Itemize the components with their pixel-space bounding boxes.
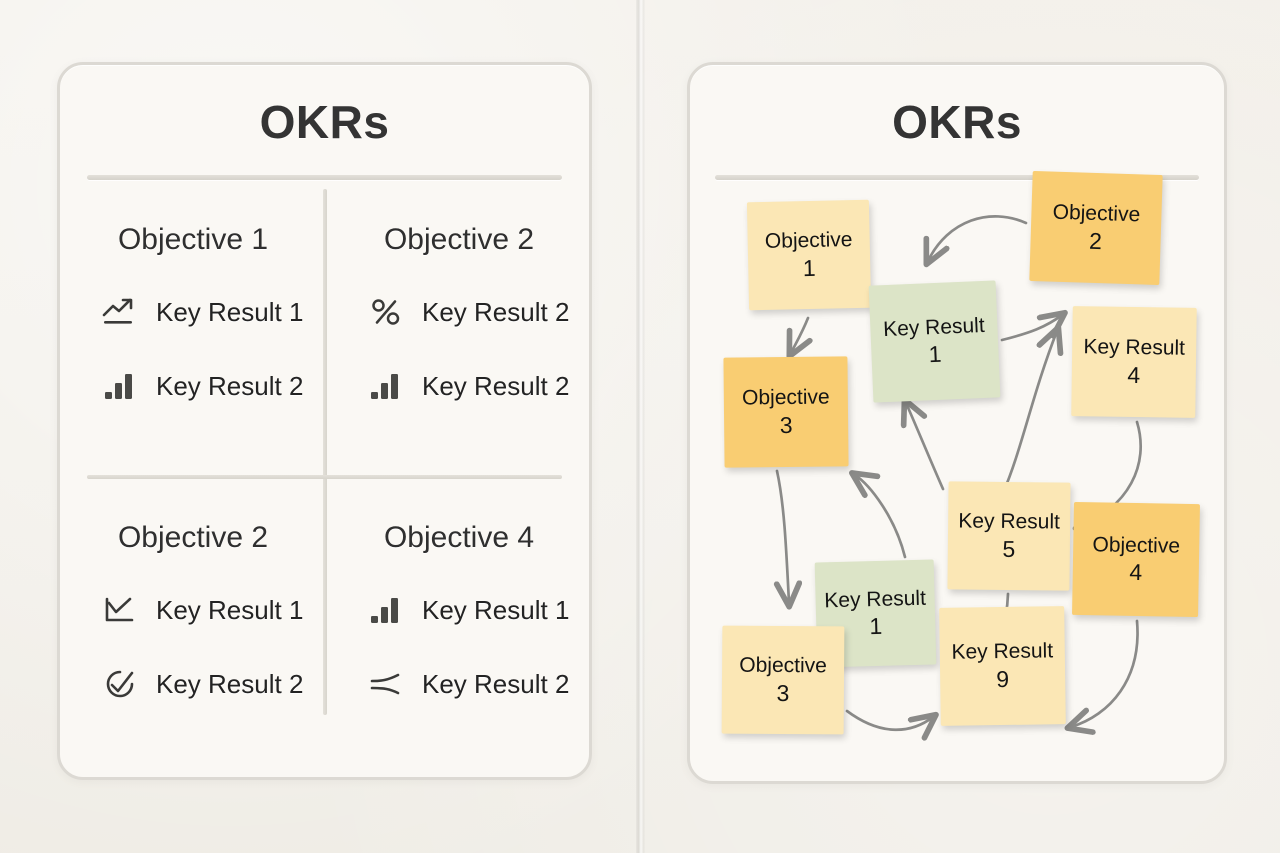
key-result-label: Key Result 1 xyxy=(156,594,304,625)
sticky-note-line1: Key Result xyxy=(824,586,927,613)
percent-icon xyxy=(366,295,406,329)
sticky-note-line2: 3 xyxy=(779,411,793,438)
sticky-note-line1: Objective xyxy=(741,385,830,410)
sticky-note-line2: 3 xyxy=(776,679,790,706)
sticky-note-line1: Key Result xyxy=(882,313,986,341)
okr-list-panel: OKRs Objective 1 Key Result 1 Key Result… xyxy=(57,62,592,780)
key-result-row[interactable]: Key Result 2 xyxy=(328,295,590,329)
sticky-note-line2: 1 xyxy=(802,254,816,281)
key-result-label: Key Result 1 xyxy=(156,296,304,327)
arrow-keyresult5-to-keyresult4 xyxy=(1001,331,1057,495)
sticky-note-line2: 2 xyxy=(1088,227,1103,254)
arrow-objective1-to-objective3a xyxy=(791,316,808,353)
sticky-note-line1: Objective xyxy=(1092,532,1181,558)
quadrant-objective-4[interactable]: Objective 4 Key Result 1 Key Result 2 xyxy=(328,481,590,773)
arrow-keyresult1a-to-keyresult4 xyxy=(1000,315,1062,342)
sticky-note-line2: 1 xyxy=(869,613,883,640)
sticky-note-line2: 9 xyxy=(996,665,1010,692)
right-title-divider xyxy=(715,175,1199,180)
sticky-note-line1: Objective xyxy=(1052,200,1141,227)
key-result-row[interactable]: Key Result 1 xyxy=(62,593,324,627)
gauge-progress-icon xyxy=(100,667,140,701)
quadrant-vertical-divider xyxy=(323,189,327,715)
key-result-row[interactable]: Key Result 1 xyxy=(62,295,324,329)
sticky-note-line1: Objective xyxy=(739,653,827,678)
quadrant-objective-1[interactable]: Objective 1 Key Result 1 Key Result 2 xyxy=(62,183,324,475)
quadrant-heading: Objective 2 xyxy=(117,521,269,554)
quadrant-objective-2-bottom[interactable]: Objective 2 Key Result 1 Key Result 2 xyxy=(62,481,324,773)
key-result-row[interactable]: Key Result 2 xyxy=(62,667,324,701)
key-result-label: Key Result 2 xyxy=(422,668,570,699)
quadrant-horizontal-divider xyxy=(87,475,562,479)
arrow-objective3a-to-objective3b xyxy=(777,469,789,603)
right-panel-title: OKRs xyxy=(892,96,1022,148)
key-result-label: Key Result 1 xyxy=(422,594,570,625)
key-result-label: Key Result 2 xyxy=(156,370,304,401)
key-result-row[interactable]: Key Result 1 xyxy=(328,593,590,627)
key-result-row[interactable]: Key Result 2 xyxy=(328,369,590,403)
sticky-note-line2: 4 xyxy=(1129,559,1143,586)
objective-quadrant-grid: Objective 1 Key Result 1 Key Result 2 Ob… xyxy=(60,183,589,765)
line-chart-axis-icon xyxy=(100,593,140,627)
sticky-note-line1: Key Result xyxy=(1083,335,1186,360)
sticky-note-line2: 1 xyxy=(928,341,942,368)
trending-up-icon xyxy=(100,295,140,329)
sticky-note-line1: Objective xyxy=(764,228,853,254)
quadrant-heading: Objective 4 xyxy=(383,521,535,554)
sticky-note-line2: 4 xyxy=(1127,361,1141,388)
quadrant-heading: Objective 2 xyxy=(383,223,535,256)
sticky-note-line2: 5 xyxy=(1002,535,1016,562)
quadrant-objective-2-top[interactable]: Objective 2 Key Result 2 Key Result 2 xyxy=(328,183,590,475)
arrow-objective2-to-keyresult1a xyxy=(928,215,1028,261)
arrow-keyresult1b-to-objective3a xyxy=(855,475,907,559)
page-seam-divider xyxy=(636,0,645,853)
key-result-row[interactable]: Key Result 2 xyxy=(328,667,590,701)
left-panel-title: OKRs xyxy=(259,96,390,148)
sticky-note-line1: Key Result xyxy=(951,639,1054,664)
quadrant-heading: Objective 1 xyxy=(117,223,269,256)
key-result-row[interactable]: Key Result 2 xyxy=(62,369,324,403)
key-result-label: Key Result 2 xyxy=(156,668,304,699)
sliders-flow-icon xyxy=(366,667,406,701)
arrow-objective3b-to-keyresult9 xyxy=(845,709,933,730)
bar-chart-icon xyxy=(366,369,406,403)
bar-chart-icon xyxy=(366,593,406,627)
arrow-objective4-to-keyresult9 xyxy=(1071,619,1139,727)
key-result-label: Key Result 2 xyxy=(422,370,570,401)
bar-chart-icon xyxy=(100,369,140,403)
arrow-keyresult5-to-keyresult1a xyxy=(906,403,945,491)
sticky-note-line1: Key Result xyxy=(958,509,1061,534)
key-result-label: Key Result 2 xyxy=(422,296,570,327)
left-title-divider xyxy=(87,175,562,180)
